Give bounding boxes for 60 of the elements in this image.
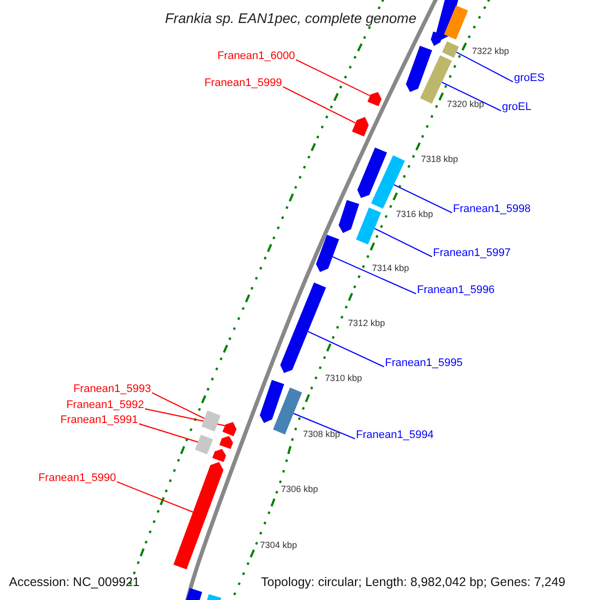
gene-block — [212, 449, 226, 462]
gene-block — [367, 92, 382, 106]
gene-block — [357, 148, 387, 198]
gene-label: Franean1_6000 — [217, 51, 295, 62]
scale-label: 7312 kbp — [348, 319, 386, 328]
gene-label: Franean1_5991 — [60, 415, 138, 426]
leader-line — [138, 423, 198, 443]
leader-line — [374, 228, 432, 258]
gene-label: Franean1_5994 — [356, 430, 434, 441]
leader-line — [442, 82, 502, 112]
scale-label: 7320 kbp — [447, 100, 484, 109]
gene-label: Franean1_5993 — [73, 384, 151, 395]
gene-block — [219, 436, 234, 450]
gene-label: Franean1_5995 — [385, 358, 463, 369]
leader-line — [116, 481, 194, 513]
gene-label: Franean1_5998 — [453, 204, 531, 215]
gene-block — [194, 434, 214, 454]
gene-block — [260, 380, 284, 423]
gene-block — [352, 117, 369, 136]
scale-label: 7314 kbp — [372, 264, 410, 273]
scale-label: 7304 kbp — [260, 541, 298, 550]
gene-block — [272, 388, 302, 434]
gene-block — [280, 282, 326, 373]
leader-line — [394, 184, 452, 214]
gene-block — [201, 410, 221, 432]
scale-label: 7316 kbp — [396, 210, 434, 219]
gene-block — [444, 6, 468, 40]
scale-label: 7310 kbp — [325, 374, 362, 383]
footer-text: Accession: NC_009921 — [9, 576, 140, 588]
gene-block — [338, 200, 360, 233]
gene-label: groEL — [502, 102, 532, 113]
gene-block — [430, 32, 443, 46]
gene-block — [371, 155, 405, 209]
footer-text: Topology: circular; Length: 8,982,042 bp; Genes: 7,249 — [261, 576, 566, 588]
leader-line — [282, 86, 356, 124]
gene-label: groES — [514, 73, 545, 84]
scale-label: 7322 kbp — [472, 47, 510, 56]
gene-block — [173, 462, 224, 570]
gene-block — [206, 594, 222, 600]
gene-block — [222, 422, 237, 436]
gene-label: Franean1_5990 — [38, 473, 116, 484]
scale-label: 7308 kbp — [303, 430, 340, 439]
scale-label: 7318 kbp — [421, 155, 458, 164]
leader-line — [296, 59, 370, 96]
leader-line — [293, 412, 356, 440]
leader-line — [144, 408, 226, 426]
gene-label: Franean1_5996 — [417, 285, 495, 296]
gene-label: Franean1_5997 — [433, 248, 511, 259]
gene-label: Franean1_5992 — [66, 400, 144, 411]
gene-block — [316, 234, 340, 272]
title: Frankia sp. EAN1pec, complete genome — [163, 10, 418, 26]
leader-line — [332, 256, 416, 294]
leader-line — [152, 392, 205, 420]
gene-block — [406, 46, 432, 92]
gene-block — [184, 588, 202, 600]
gene-block — [356, 208, 382, 244]
scale-label: 7306 kbp — [281, 485, 318, 494]
leader-line — [308, 330, 384, 368]
gene-label: Franean1_5999 — [204, 78, 282, 89]
leader-line — [456, 52, 514, 82]
